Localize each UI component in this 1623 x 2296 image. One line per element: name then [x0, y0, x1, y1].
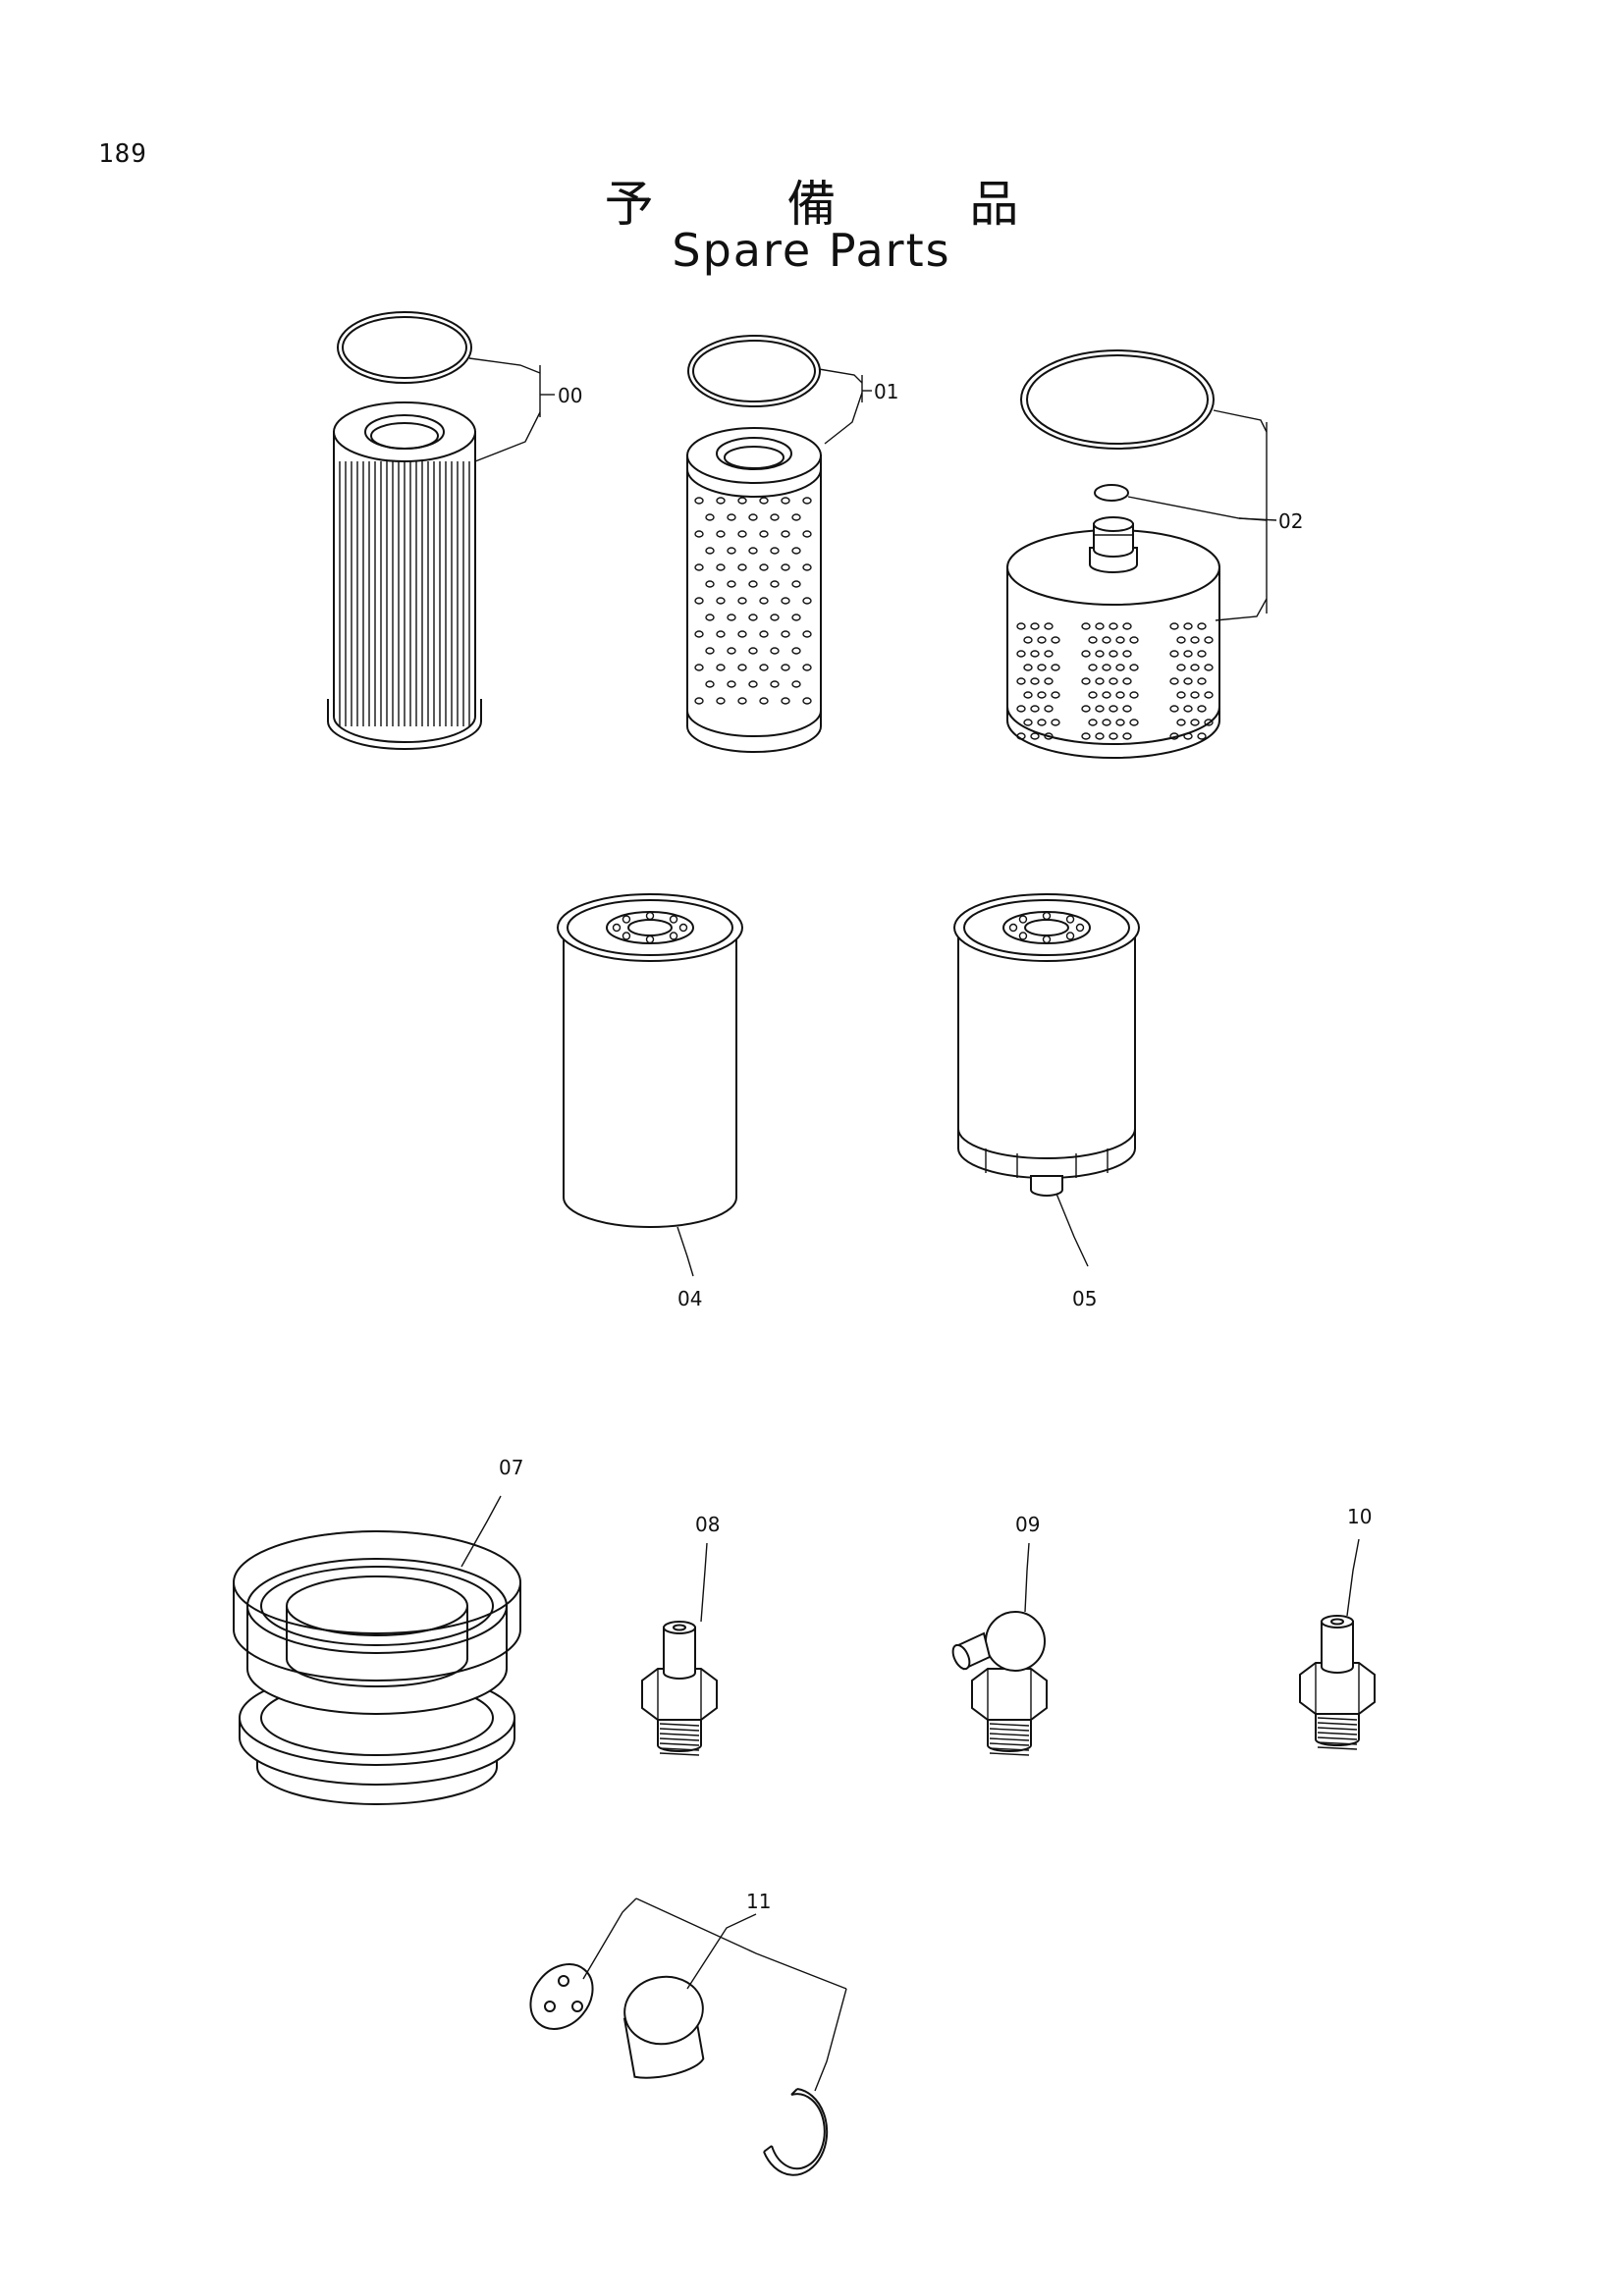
o-ring-icon: [687, 335, 821, 407]
page-number: 189: [98, 139, 147, 169]
strainer-kit-icon: [529, 1963, 829, 2176]
seal-bushing-icon: [233, 1530, 521, 1805]
small-o-ring-icon: [1094, 484, 1129, 502]
snap-ring-icon: [763, 2088, 829, 2176]
spin-on-filter-short-icon: [953, 893, 1140, 1197]
callout-00: 00: [558, 384, 582, 407]
pleated-filter-element-icon: [327, 311, 482, 750]
callout-10: 10: [1347, 1505, 1372, 1528]
strainer-plate-icon: [529, 1963, 594, 2030]
callout-07: 07: [499, 1456, 523, 1479]
spin-on-filter-long-icon: [557, 893, 743, 1228]
grease-nipple-small-icon: [1299, 1615, 1376, 1750]
callout-04: 04: [677, 1287, 702, 1310]
callout-05: 05: [1072, 1287, 1097, 1310]
callout-02: 02: [1278, 509, 1303, 533]
callout-09: 09: [1015, 1513, 1040, 1536]
grease-nipple-straight-icon: [641, 1621, 718, 1756]
o-ring-icon: [337, 311, 472, 384]
callout-01: 01: [874, 380, 898, 403]
o-ring-icon: [1020, 349, 1215, 450]
page-title: Spare Parts: [672, 224, 951, 277]
page-title-japanese: 予 備 品: [604, 176, 1078, 233]
cap-icon: [622, 1975, 705, 2079]
perforated-filter-element-icon: [686, 335, 822, 753]
perforated-filter-cartridge-icon: [1006, 349, 1220, 759]
callout-08: 08: [695, 1513, 720, 1536]
grease-nipple-angled-icon: [951, 1611, 1048, 1756]
callout-11: 11: [746, 1890, 771, 1913]
